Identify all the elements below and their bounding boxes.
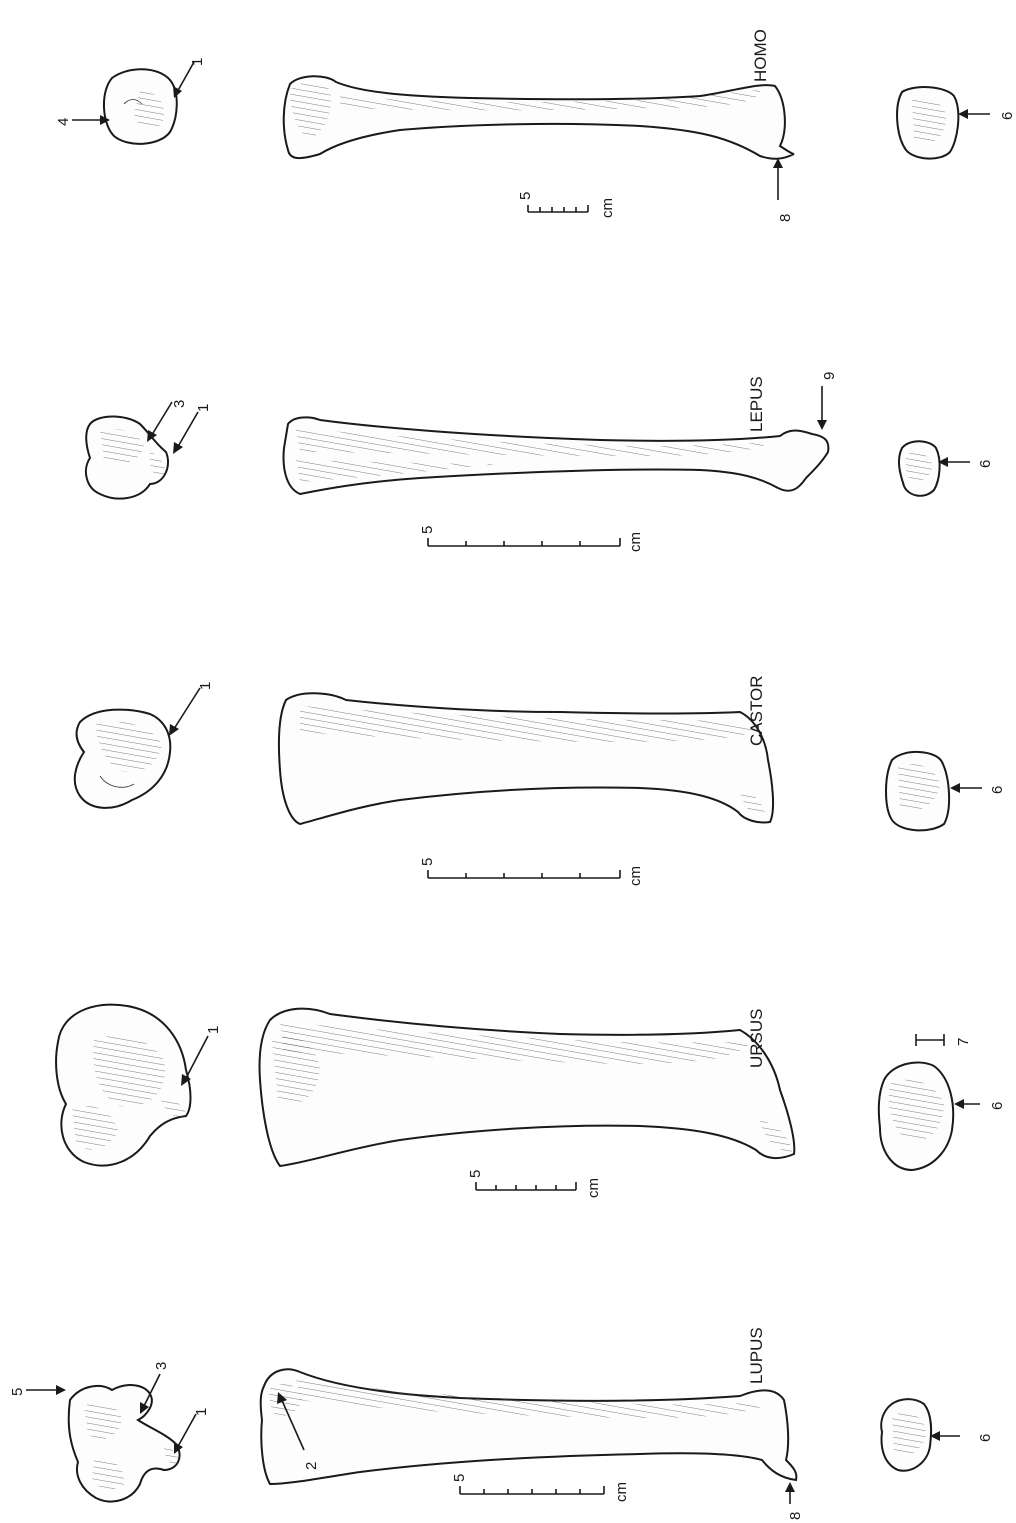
ursus-scale-unit: cm: [585, 1178, 602, 1198]
homo-label-4: 4: [55, 118, 72, 126]
lupus-arrow-6: 6: [930, 1431, 994, 1442]
ursus-label-1: 1: [205, 1026, 222, 1034]
castor-scale-bar: 5 cm: [419, 858, 644, 886]
lepus-label-6: 6: [977, 460, 994, 468]
ursus-scale-number: 5: [467, 1170, 484, 1178]
lupus-label-6: 6: [977, 1434, 994, 1442]
lepus-label-9: 9: [821, 372, 838, 380]
homo-arrow-4: 4: [55, 115, 110, 126]
castor-label-1: 1: [197, 682, 214, 690]
lepus-arrow-3: 3: [147, 400, 188, 442]
lupus-label-2: 2: [303, 1462, 320, 1470]
homo-label-6: 6: [999, 112, 1016, 120]
lepus-scale-unit: cm: [627, 532, 644, 552]
castor-scale-unit: cm: [627, 866, 644, 886]
specimen-ursus: 5 cm 1 7 6 URSUS: [56, 1005, 1006, 1198]
specimen-lupus: 5 cm 5 3 1 2 8: [9, 1327, 994, 1520]
lupus-label-8: 8: [787, 1512, 804, 1520]
lupus-label-5: 5: [9, 1388, 26, 1396]
homo-arrow-1: 1: [173, 58, 206, 98]
lepus-arrow-9: 9: [817, 372, 838, 430]
homo-scale-unit: cm: [599, 198, 616, 218]
lupus-proximal-view: [69, 1385, 180, 1501]
ursus-name: URSUS: [747, 1008, 766, 1068]
lepus-scale-bar: 5 cm: [419, 526, 644, 552]
lupus-arrow-5: 5: [9, 1385, 66, 1396]
castor-label-6: 6: [989, 786, 1006, 794]
castor-arrow-6: 6: [950, 783, 1006, 794]
lepus-scale-number: 5: [419, 526, 436, 534]
homo-label-8: 8: [777, 214, 794, 222]
homo-scale-number: 5: [517, 192, 534, 200]
homo-tibia: [284, 76, 794, 159]
ursus-label-7: 7: [955, 1038, 972, 1046]
ursus-arrow-6: 6: [954, 1099, 1006, 1110]
castor-scale-number: 5: [419, 858, 436, 866]
lupus-label-3: 3: [153, 1362, 170, 1370]
castor-name: CASTOR: [747, 675, 766, 746]
specimen-lepus: 5 cm 3 1 9 6 LEPUS: [86, 372, 994, 552]
specimen-homo: 5 cm 4 1 8 6 HOMO: [55, 29, 1016, 222]
lupus-label-1: 1: [193, 1408, 210, 1416]
ursus-label-6: 6: [989, 1102, 1006, 1110]
homo-name: HOMO: [751, 29, 770, 82]
homo-arrow-6: 6: [958, 109, 1016, 120]
homo-scale-bar: 5 cm: [517, 192, 616, 218]
lepus-label-3: 3: [171, 400, 188, 408]
lupus-arrow-8: 8: [785, 1482, 804, 1520]
lupus-name: LUPUS: [747, 1327, 766, 1384]
lupus-scale-number: 5: [451, 1474, 468, 1482]
lupus-arrow-1: 1: [174, 1408, 210, 1454]
lepus-arrow-1: 1: [173, 404, 212, 454]
lepus-label-1: 1: [195, 404, 212, 412]
lepus-name: LEPUS: [747, 376, 766, 432]
ursus-bracket-7: 7: [916, 1034, 972, 1046]
homo-arrow-8: 8: [773, 158, 794, 222]
lupus-scale-bar: 5 cm: [451, 1474, 630, 1502]
castor-arrow-1: 1: [169, 682, 214, 736]
specimen-castor: 5 cm 1 6 CASTOR: [75, 675, 1006, 886]
lepus-arrow-6: 6: [938, 457, 994, 468]
lupus-scale-unit: cm: [613, 1482, 630, 1502]
homo-label-1: 1: [189, 58, 206, 66]
ursus-scale-bar: 5 cm: [467, 1170, 602, 1198]
ursus-arrow-1: 1: [181, 1026, 222, 1086]
